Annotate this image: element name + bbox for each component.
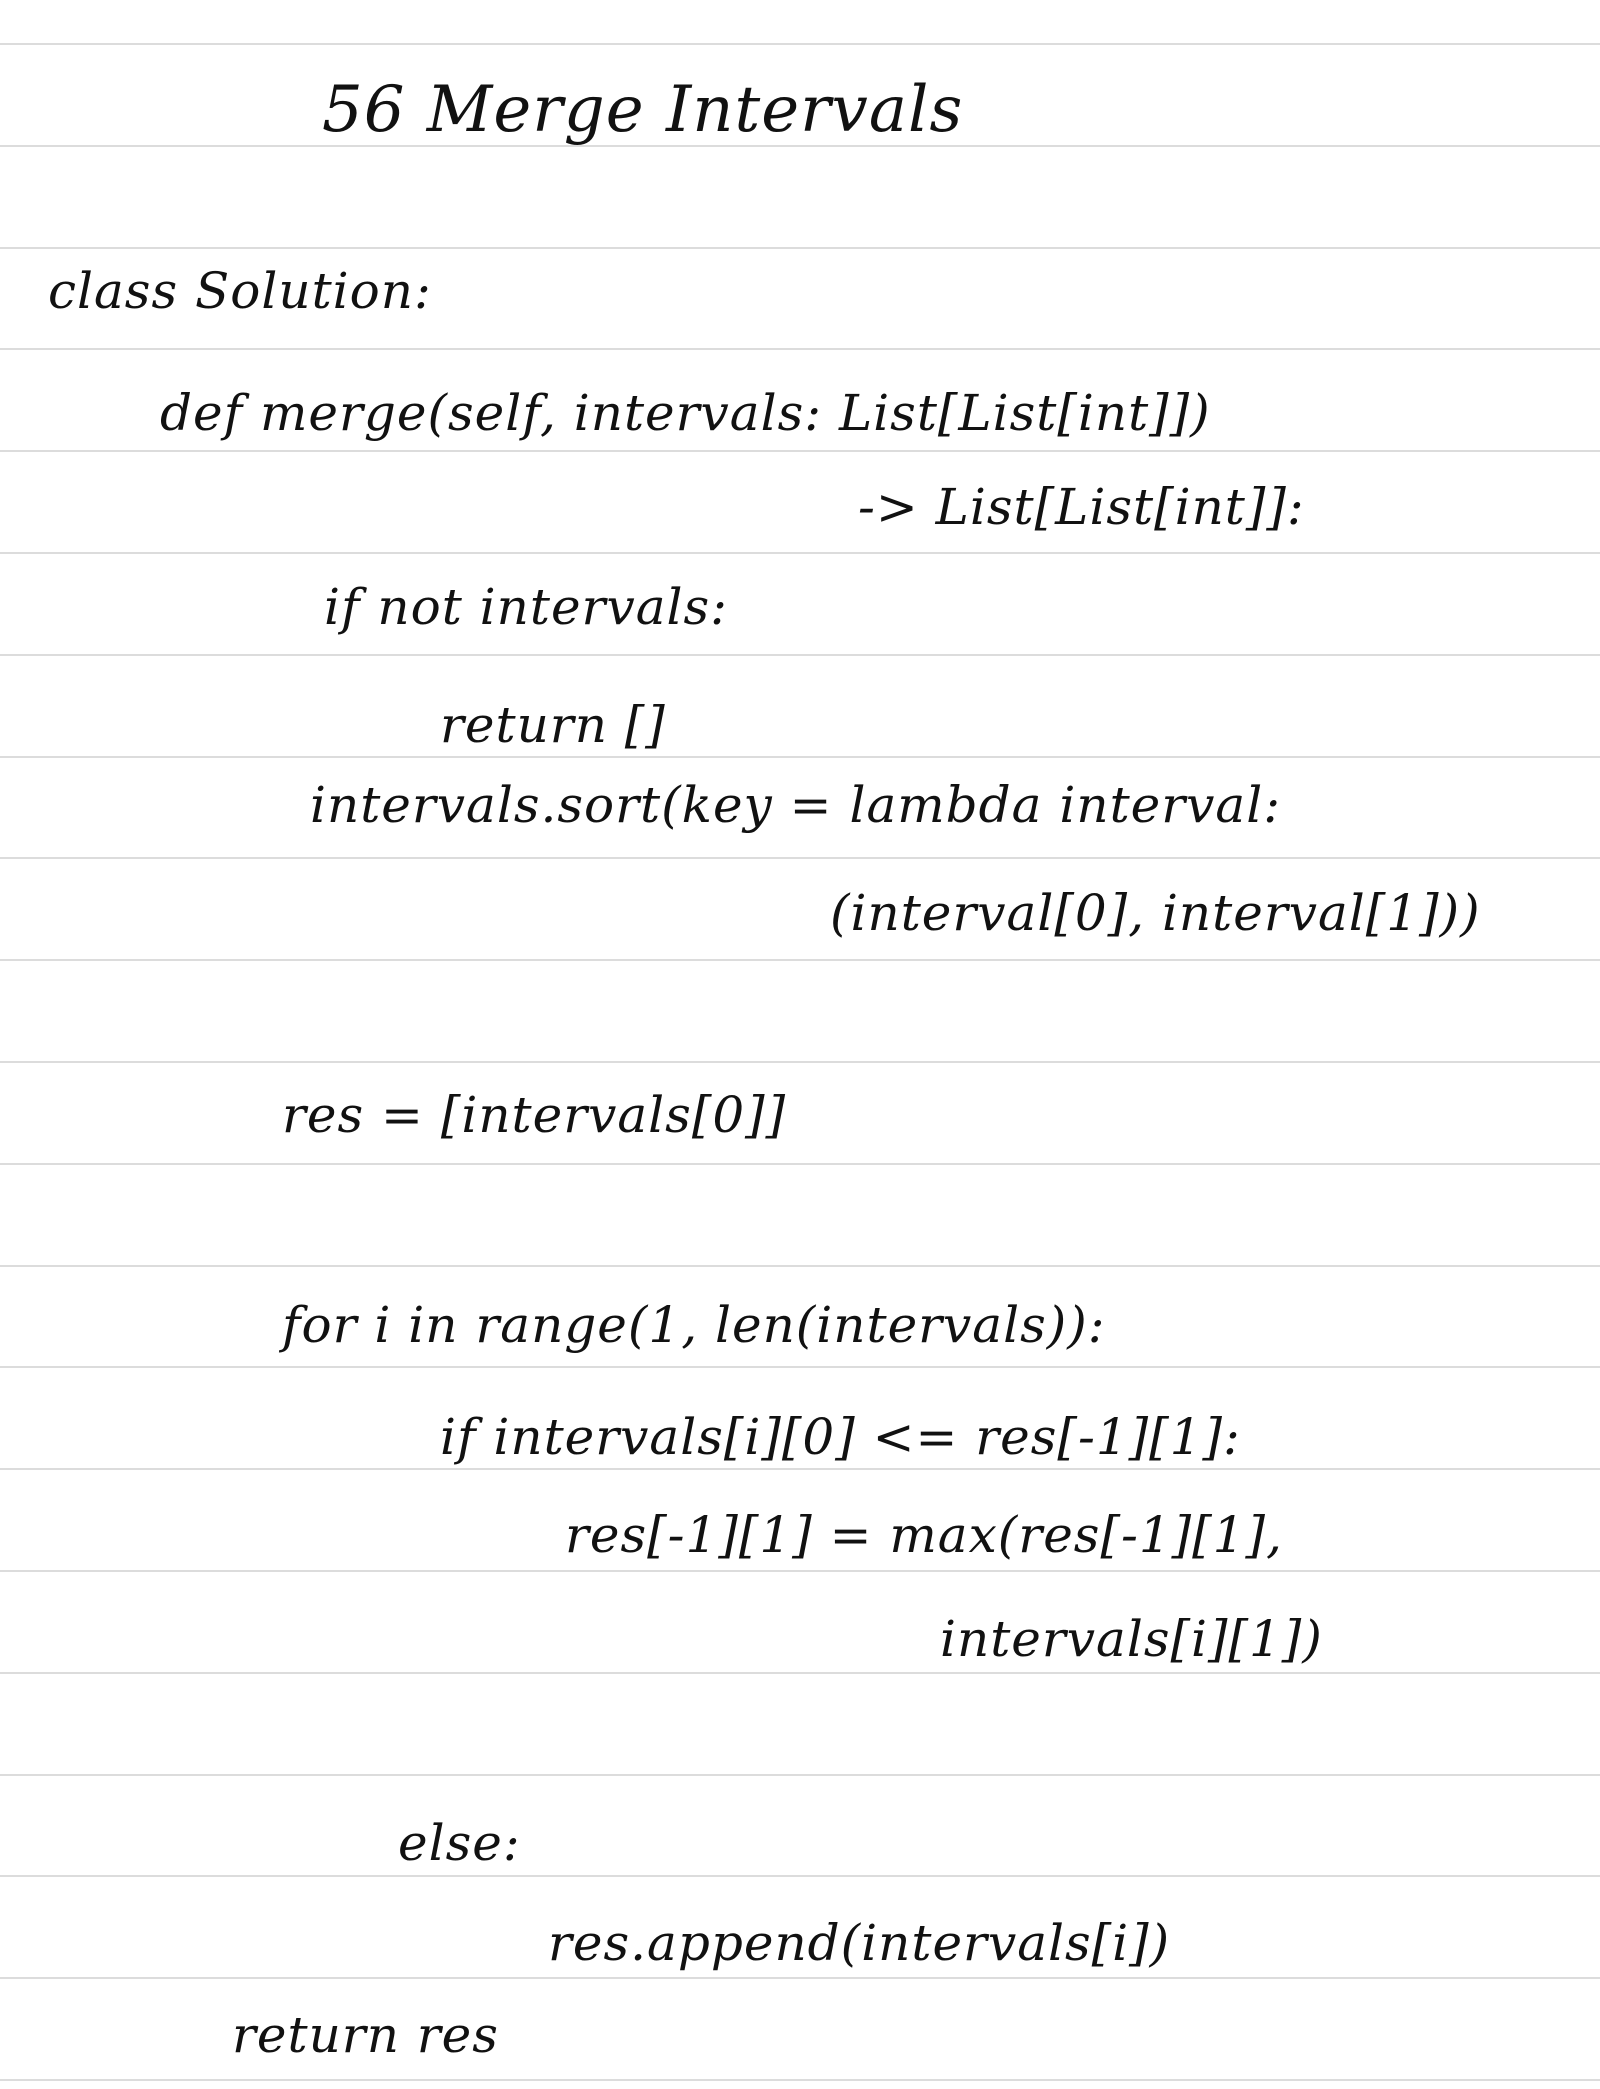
code-line-max: res[-1][1] = max(res[-1][1], <box>565 1506 1283 1564</box>
code-line-res-init: res = [intervals[0]] <box>282 1086 787 1144</box>
code-line-else: else: <box>398 1814 521 1872</box>
code-line-max-cont: intervals[i][1]) <box>940 1610 1323 1668</box>
code-line-sort-key: (interval[0], interval[1])) <box>830 884 1481 942</box>
code-line-return-empty: return [] <box>440 696 666 754</box>
code-line-class: class Solution: <box>48 262 432 320</box>
code-line-if-overlap: if intervals[i][0] <= res[-1][1]: <box>440 1408 1241 1466</box>
code-line-append: res.append(intervals[i]) <box>548 1914 1171 1972</box>
code-line-def: def merge(self, intervals: List[List[int… <box>160 384 1211 442</box>
code-line-return-type: -> List[List[int]]: <box>858 478 1305 536</box>
code-line-if-not: if not intervals: <box>324 578 729 636</box>
code-line-sort: intervals.sort(key = lambda interval: <box>310 776 1282 834</box>
code-line-return-res: return res <box>232 2006 499 2064</box>
note-title: 56 Merge Intervals <box>322 73 964 147</box>
code-line-for: for i in range(1, len(intervals)): <box>282 1296 1106 1354</box>
